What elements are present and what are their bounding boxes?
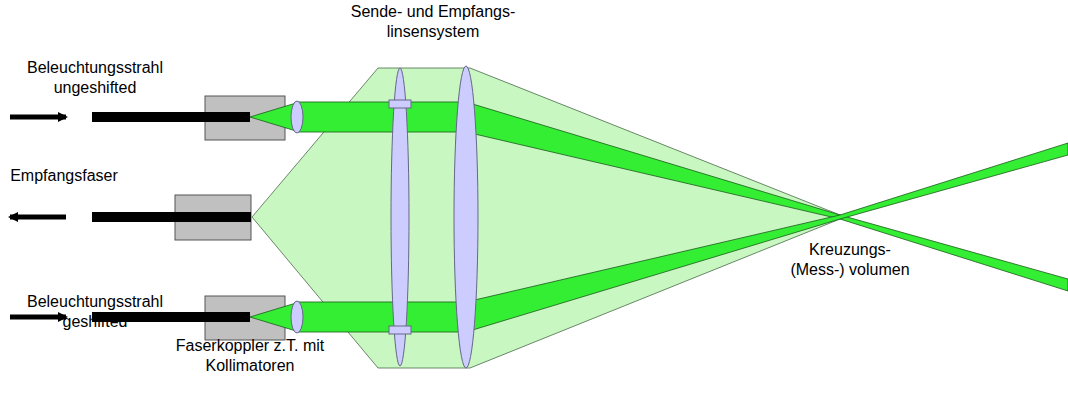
lens-1 (391, 68, 409, 366)
collimator-lens (291, 101, 303, 133)
lens-mount (389, 100, 411, 108)
text-label: Sende- und Empfangs- linsensystem (328, 2, 538, 42)
fiber (92, 112, 250, 122)
divergent-light (250, 303, 296, 331)
upper-beam-focused (466, 102, 1068, 291)
collimator-lens (291, 301, 303, 333)
receive-cone (252, 68, 845, 368)
divergent-light (250, 103, 296, 131)
text-label: Beleuchtungsstrahl geshifted (5, 292, 185, 332)
direction-arrow (10, 215, 66, 220)
lens-mount (389, 326, 411, 334)
text-label: Beleuchtungsstrahl ungeshifted (5, 58, 185, 98)
upper-beam (298, 102, 468, 132)
text-label: Empfangsfaser (4, 166, 124, 186)
lens-2 (454, 66, 478, 368)
direction-arrow (10, 315, 66, 320)
lower-beam (298, 302, 468, 332)
lower-beam-focused (466, 143, 1068, 332)
direction-arrow (10, 115, 66, 120)
text-label: Kreuzungs- (Mess-) volumen (786, 240, 914, 280)
text-label: Faserkoppler z.T. mit Kollimatoren (168, 336, 333, 376)
fiber (92, 212, 251, 222)
